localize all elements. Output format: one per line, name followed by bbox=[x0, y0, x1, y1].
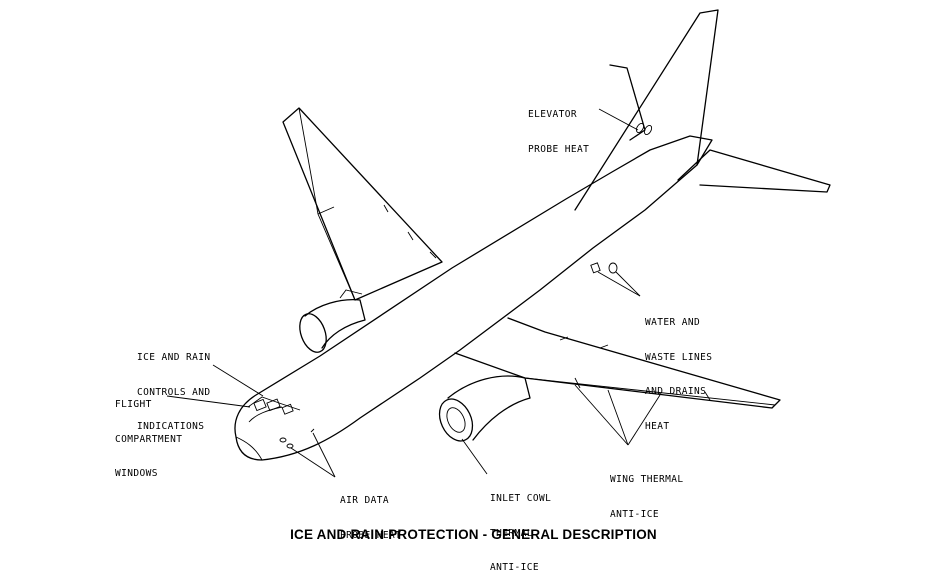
near-engine bbox=[438, 375, 531, 442]
label-line: PROBE HEAT bbox=[528, 143, 590, 155]
label-line: ELEVATOR bbox=[528, 109, 577, 120]
label-line: INLET COWL bbox=[490, 493, 552, 504]
label-line: PROBE HEAT bbox=[340, 529, 402, 541]
label-line: ANTI-ICE bbox=[490, 562, 539, 573]
label-line: CONTROLS AND bbox=[137, 386, 211, 398]
label-line: AIR DATA bbox=[340, 495, 389, 506]
label-line: INDICATIONS bbox=[137, 421, 205, 432]
label-line: WASTE LINES bbox=[645, 351, 713, 363]
label-line: WATER AND bbox=[645, 317, 701, 328]
label-water-waste-lines: WATER AND WASTE LINES AND DRAINS HEAT bbox=[645, 294, 712, 444]
figure-caption: ICE AND RAIN PROTECTION - GENERAL DESCRI… bbox=[290, 527, 657, 542]
far-engine bbox=[299, 289, 366, 353]
label-line: HEAT bbox=[645, 420, 670, 432]
label-elevator-probe-heat: ELEVATOR PROBE HEAT bbox=[528, 86, 589, 167]
label-flight-compartment-windows: FLIGHT COMPARTMENT WINDOWS bbox=[115, 376, 182, 491]
label-line: WINDOWS bbox=[115, 468, 158, 479]
leader-lines bbox=[166, 108, 661, 478]
fuselage bbox=[234, 135, 713, 461]
horizontal-stabilizer bbox=[677, 149, 831, 193]
label-air-data-probe-heat: AIR DATA PROBE HEAT bbox=[340, 472, 401, 553]
vertical-tail bbox=[574, 9, 719, 211]
label-line: COMPARTMENT bbox=[115, 433, 183, 445]
far-wing bbox=[282, 107, 443, 301]
diagram-stage: ELEVATOR PROBE HEAT WATER AND WASTE LINE… bbox=[115, 9, 831, 573]
label-line: AND DRAINS bbox=[645, 386, 707, 397]
label-ice-rain-controls: ICE AND RAIN CONTROLS AND INDICATIONS bbox=[137, 329, 210, 444]
label-line: THERMAL bbox=[490, 527, 533, 539]
label-line: ANTI-ICE bbox=[610, 508, 659, 520]
label-line: WING THERMAL bbox=[610, 474, 684, 485]
label-line: FLIGHT bbox=[115, 399, 152, 410]
near-wing bbox=[454, 317, 781, 409]
airplane-drawing bbox=[166, 9, 831, 478]
label-wing-thermal-anti-ice: WING THERMAL ANTI-ICE bbox=[610, 451, 683, 532]
label-line: ICE AND RAIN bbox=[137, 352, 211, 363]
